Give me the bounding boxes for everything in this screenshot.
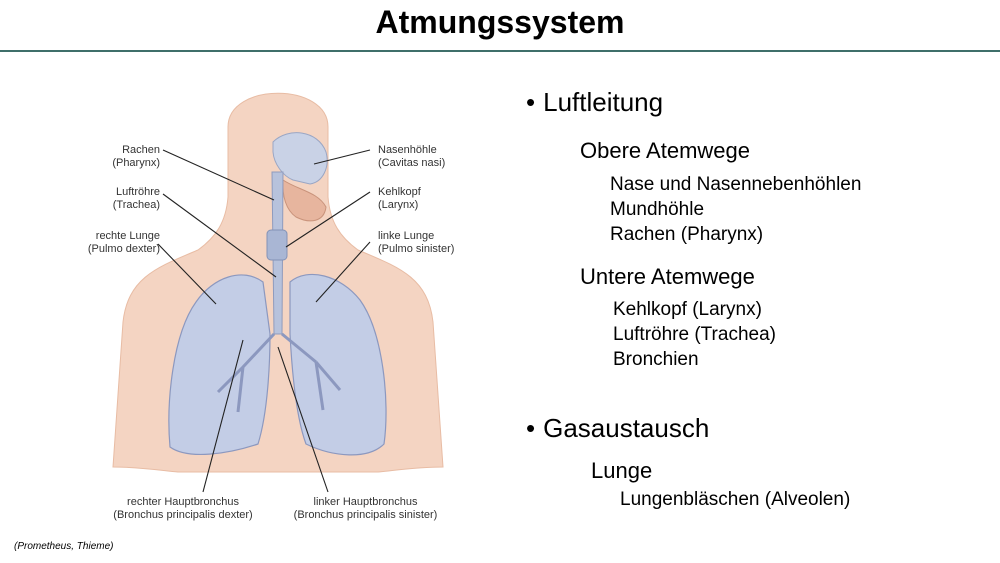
label-nasenhoehle-name: Nasenhöhle: [378, 144, 437, 156]
bullet-luftleitung: •Luftleitung: [526, 87, 663, 118]
label-rechte-lunge-name: rechte Lunge: [95, 230, 160, 242]
list-item: Bronchien: [613, 349, 699, 370]
label-rachen-latin: (Pharynx): [112, 157, 160, 169]
label-rechter-hauptbronchus-latin: (Bronchus principalis dexter): [113, 509, 253, 521]
label-rechter-hauptbronchus-name: rechter Hauptbronchus: [127, 496, 239, 508]
heading-untere-atemwege: Untere Atemwege: [580, 264, 755, 289]
label-nasenhoehle: Nasenhöhle (Cavitas nasi): [378, 144, 478, 170]
bronchial-tree: [216, 332, 342, 413]
label-rechte-lunge: rechte Lunge (Pulmo dexter): [70, 230, 160, 256]
label-kehlkopf-name: Kehlkopf: [378, 186, 421, 198]
heading-luftleitung: Luftleitung: [543, 87, 664, 117]
label-luftroehre-latin: (Trachea): [112, 199, 160, 211]
list-item: Rachen (Pharynx): [610, 224, 764, 245]
label-kehlkopf-latin: (Larynx): [378, 199, 419, 211]
nasal-cavity: [272, 132, 328, 185]
heading-gasaustausch: Gasaustausch: [543, 413, 710, 443]
bullet-dot: •: [526, 87, 536, 117]
left-lung: [289, 273, 387, 456]
label-rachen: Rachen (Pharynx): [70, 144, 160, 170]
bullet-gasaustausch: •Gasaustausch: [526, 413, 709, 444]
title-divider: [0, 50, 1000, 52]
anatomy-drawing: [112, 92, 444, 493]
slide-title: Atmungssystem: [375, 4, 625, 40]
list-item: Lungenbläschen (Alveolen): [620, 489, 851, 510]
label-nasenhoehle-latin: (Cavitas nasi): [378, 157, 446, 169]
label-linke-lunge-name: linke Lunge: [378, 230, 435, 242]
heading-obere-atemwege: Obere Atemwege: [580, 138, 750, 163]
larynx: [266, 229, 288, 261]
pointer-lines: [157, 149, 371, 493]
list-item: Luftröhre (Trachea): [613, 324, 776, 345]
label-linke-lunge: linke Lunge (Pulmo sinister): [378, 230, 478, 256]
label-luftroehre-name: Luftröhre: [115, 186, 160, 198]
label-linker-hauptbronchus: linker Hauptbronchus (Bronchus principal…: [278, 496, 453, 522]
label-linker-hauptbronchus-latin: (Bronchus principalis sinister): [293, 509, 438, 521]
bullet-dot: •: [526, 413, 536, 443]
image-source-caption: (Prometheus, Thieme): [14, 541, 114, 552]
label-rechter-hauptbronchus: rechter Hauptbronchus (Bronchus principa…: [98, 496, 268, 522]
list-item: Nase und Nasennebenhöhlen: [610, 174, 862, 195]
heading-lunge: Lunge: [591, 458, 653, 483]
right-lung: [168, 274, 271, 456]
label-kehlkopf: Kehlkopf (Larynx): [378, 186, 478, 212]
label-rechte-lunge-latin: (Pulmo dexter): [87, 243, 160, 255]
list-item: Mundhöhle: [610, 199, 705, 220]
list-item: Kehlkopf (Larynx): [613, 299, 762, 320]
label-linker-hauptbronchus-name: linker Hauptbronchus: [313, 496, 418, 508]
label-linke-lunge-latin: (Pulmo sinister): [378, 243, 455, 255]
label-rachen-name: Rachen: [122, 144, 160, 156]
respiratory-system-illustration: Rachen (Pharynx) Luftröhre (Trachea) rec…: [78, 72, 478, 532]
label-luftroehre: Luftröhre (Trachea): [70, 186, 160, 212]
oral-cavity: [282, 179, 327, 222]
